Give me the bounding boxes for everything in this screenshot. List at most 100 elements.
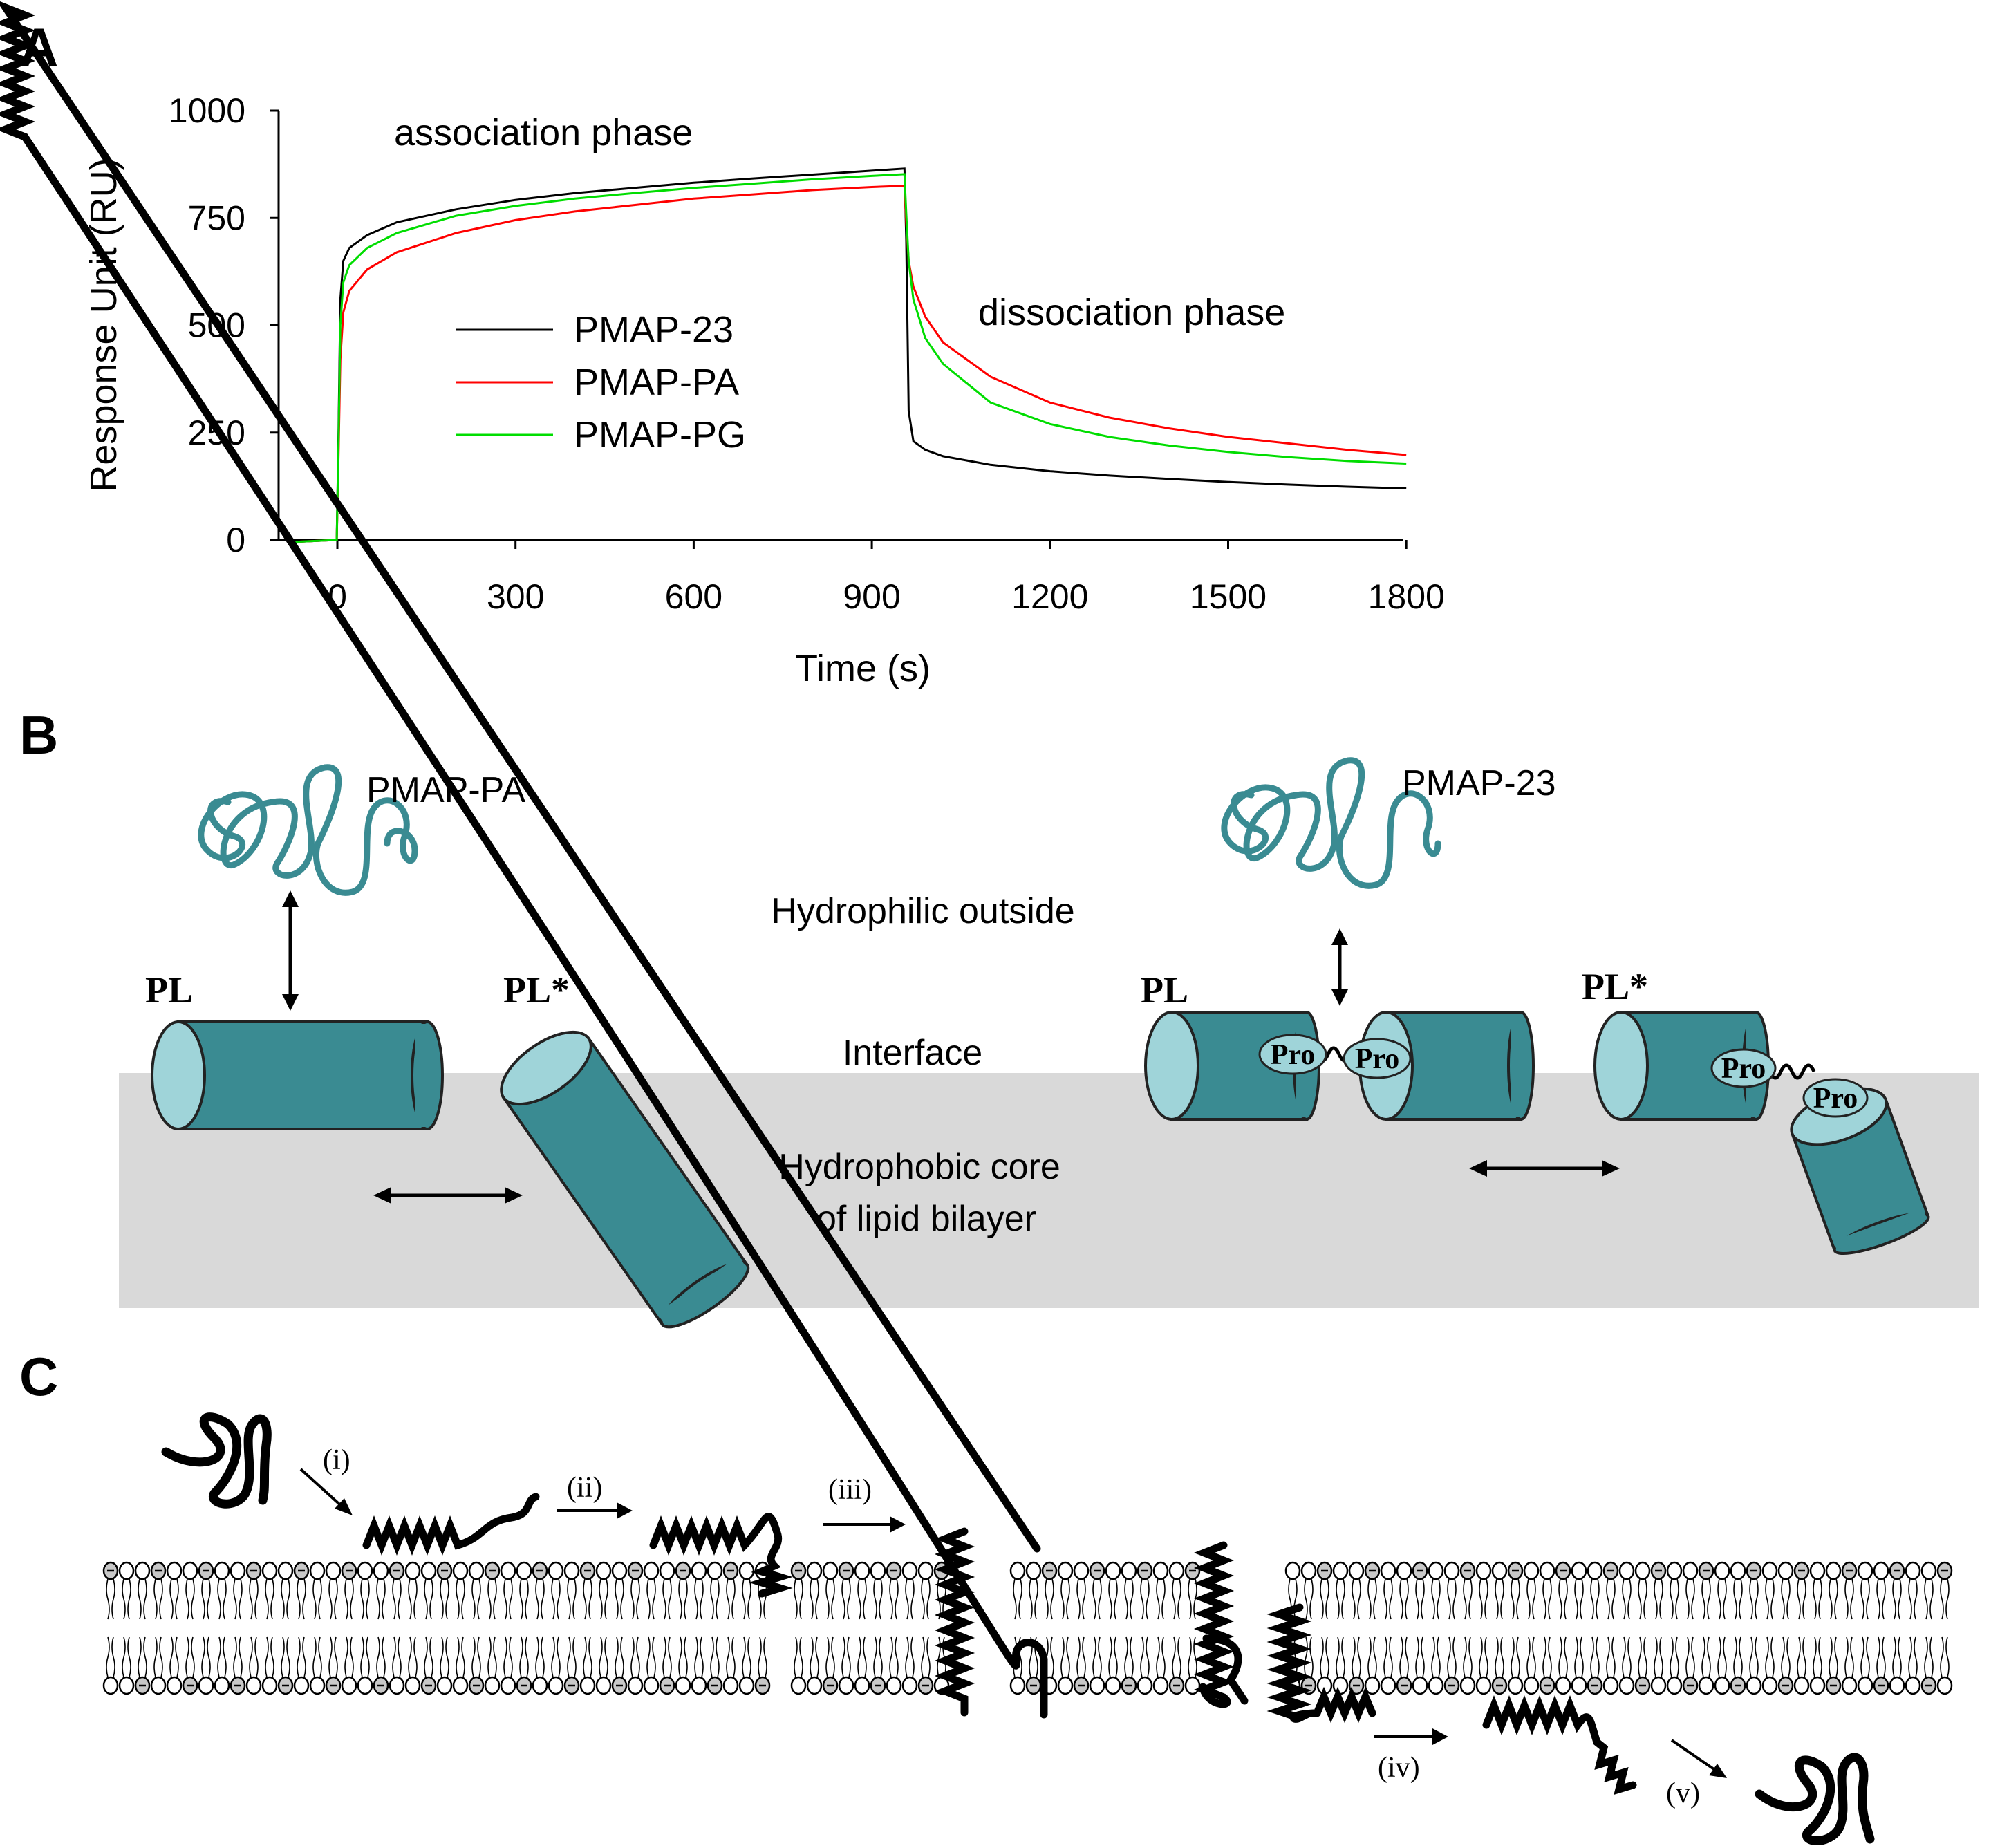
step-label-iv: (iv) [1378, 1752, 1420, 1784]
lipid [1332, 1561, 1349, 1620]
lipid [901, 1561, 918, 1620]
lipid [150, 1561, 167, 1620]
lipid [1380, 1636, 1396, 1695]
label-lipid-bilayer: of lipid bilayer [816, 1199, 1036, 1239]
lipid [245, 1561, 262, 1620]
lipid [1459, 1636, 1476, 1695]
lipid [1168, 1561, 1185, 1620]
lipid [595, 1561, 612, 1620]
step-label-iii: (iii) [828, 1474, 872, 1506]
lipid [1746, 1561, 1762, 1620]
lipid [691, 1561, 707, 1620]
lipid [1009, 1561, 1026, 1620]
lipid [754, 1636, 771, 1695]
lipid [484, 1636, 501, 1695]
lipid [1841, 1636, 1858, 1695]
lipid [1412, 1561, 1428, 1620]
label-pro: Pro [1271, 1039, 1316, 1071]
lipid [150, 1636, 167, 1695]
lipid [822, 1636, 839, 1695]
lipid [1057, 1561, 1074, 1620]
lipid [1507, 1561, 1524, 1620]
lipid [1793, 1561, 1810, 1620]
series-line-pmap-pg [290, 173, 1407, 543]
lipid [230, 1561, 246, 1620]
lipid [1634, 1636, 1651, 1695]
arrowhead [282, 890, 299, 907]
y-axis-title: Response Unit (RU) [83, 158, 124, 492]
lipid [822, 1561, 839, 1620]
lipid [595, 1636, 612, 1695]
lipid [1348, 1636, 1365, 1695]
lipid [373, 1561, 389, 1620]
lipid [1300, 1636, 1317, 1695]
lipid [500, 1561, 516, 1620]
lipid [389, 1636, 405, 1695]
lipid [1936, 1636, 1953, 1695]
lipid [643, 1636, 660, 1695]
lipid [1857, 1636, 1873, 1695]
lipid [309, 1561, 326, 1620]
lipid [293, 1636, 310, 1695]
lipid [102, 1561, 119, 1620]
lipid [917, 1636, 934, 1695]
lipid [1666, 1636, 1683, 1695]
lipid [532, 1636, 548, 1695]
label-pl-left: PL [145, 969, 193, 1011]
lipid [404, 1561, 421, 1620]
lipid [722, 1636, 739, 1695]
x-tick-label: 600 [665, 577, 722, 616]
lipid [659, 1561, 675, 1620]
x-tick-label: 1200 [1011, 577, 1088, 616]
lipid [1873, 1561, 1889, 1620]
lipid [1121, 1636, 1137, 1695]
lipid [420, 1636, 437, 1695]
y-tick-label: 750 [188, 198, 245, 237]
lipid [1618, 1636, 1635, 1695]
lipid [1714, 1561, 1730, 1620]
free-peptide-coil [161, 1412, 272, 1509]
lipid [1089, 1561, 1105, 1620]
lipid [1073, 1636, 1090, 1695]
helix-pl-left [151, 1020, 444, 1130]
lipid [1746, 1636, 1762, 1695]
helix-pl-star-left [500, 1030, 750, 1329]
lipid [1300, 1561, 1317, 1620]
lipid [1777, 1636, 1794, 1695]
lipid [1920, 1636, 1937, 1695]
series-line-pmap-23 [290, 167, 1407, 543]
lipid [516, 1561, 532, 1620]
arrowhead [1469, 1160, 1487, 1177]
lipid [404, 1636, 421, 1695]
lipid [870, 1636, 886, 1695]
lipid [532, 1561, 548, 1620]
surface-helix-ii [649, 1513, 793, 1598]
arrowhead [1331, 989, 1348, 1006]
lipid [1168, 1636, 1185, 1695]
lipid [691, 1636, 707, 1695]
lipid [1475, 1636, 1492, 1695]
lipid [1650, 1636, 1667, 1695]
lipid [325, 1636, 342, 1695]
panel-label-b: B [19, 704, 58, 765]
lipid [357, 1561, 373, 1620]
lipid [854, 1636, 870, 1695]
diagram-panel-c: (i) (ii) (iii) (iv) (v) [0, 1, 1953, 1845]
label-pl-star-left: PL* [503, 969, 570, 1011]
lipid [1121, 1561, 1137, 1620]
lipid [1412, 1636, 1428, 1695]
lipid [1889, 1636, 1905, 1695]
arrowhead [282, 994, 299, 1011]
lipid [277, 1636, 294, 1695]
lipid [1137, 1636, 1153, 1695]
lipid [1539, 1636, 1555, 1695]
lipid [886, 1636, 902, 1695]
lipid [675, 1561, 691, 1620]
lipid [1152, 1561, 1169, 1620]
lipid [166, 1636, 183, 1695]
lipid [738, 1636, 755, 1695]
label-interface: Interface [843, 1033, 982, 1073]
lipid [1841, 1561, 1858, 1620]
lipid [198, 1561, 214, 1620]
